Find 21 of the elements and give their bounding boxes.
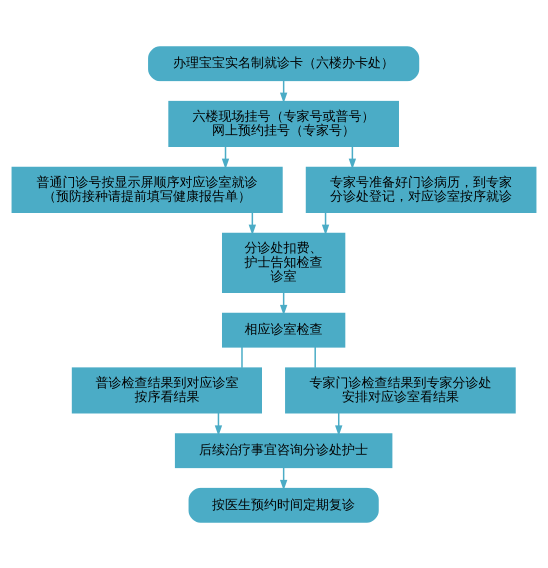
node-box: 后续治疗事宜咨询分诊处护士 xyxy=(174,432,392,468)
arrow xyxy=(348,146,356,169)
arrow xyxy=(214,412,222,436)
node-box: 六楼现场挂号（专家号或普号） 网上预约挂号（专家号） xyxy=(168,100,399,147)
node-box: 普通门诊号按显示屏顺序对应诊室就诊 （预防接种请提前填写健康报告单） xyxy=(12,166,283,212)
node-box: 专家号准备好门诊病历，到专家分诊处登记，对应诊室按序就诊 xyxy=(306,166,536,212)
node-box: 相应诊室检查 xyxy=(222,312,346,348)
connector xyxy=(241,346,243,367)
node-box: 专家门诊检查结果到专家分诊处安排对应诊室看结果 xyxy=(285,366,516,413)
arrow xyxy=(335,412,342,436)
node-box: 普诊检查结果到对应诊室按序看结果 xyxy=(72,366,262,413)
node-box: 按医生预约时间定期复诊 xyxy=(188,487,379,522)
connector xyxy=(314,346,316,367)
arrow xyxy=(280,467,288,490)
arrow xyxy=(280,292,288,315)
node-box: 分诊处扣费、护士告知检查诊室 xyxy=(222,232,346,292)
arrow xyxy=(222,146,230,169)
arrow xyxy=(280,80,288,103)
arrow xyxy=(248,212,256,235)
arrow xyxy=(322,212,330,235)
node-box: 办理宝宝实名制就诊卡（六楼办卡处） xyxy=(148,46,420,81)
